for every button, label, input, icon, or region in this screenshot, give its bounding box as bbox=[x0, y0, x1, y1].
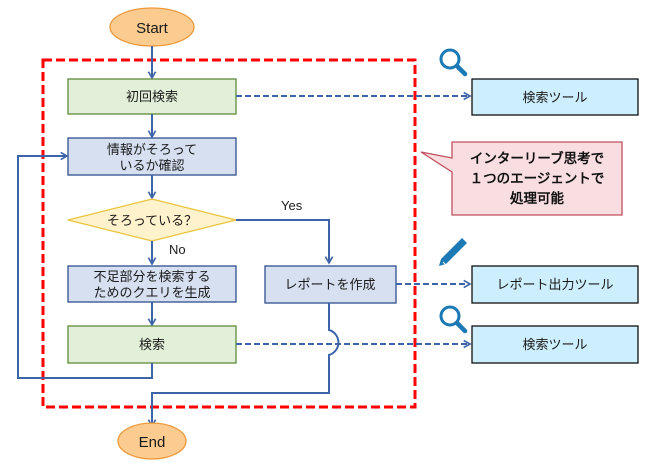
generate-query-label-line2: ためのクエリを生成 bbox=[93, 286, 210, 301]
generate-query-step: 不足部分を検索する ためのクエリを生成 bbox=[67, 265, 237, 303]
callout-line1: インターリーブ思考で bbox=[470, 150, 604, 167]
search-tool-2-label: 検索ツール bbox=[522, 338, 587, 353]
initial-search-step: 初回検索 bbox=[67, 78, 237, 115]
generate-query-label-line1: 不足部分を検索する bbox=[93, 270, 210, 285]
create-report-label: レポートを作成 bbox=[284, 278, 375, 293]
pencil-icon bbox=[439, 238, 467, 266]
search-tool-1-label: 検索ツール bbox=[522, 91, 587, 106]
yes-label: Yes bbox=[281, 198, 303, 213]
search-tool-box-1: 検索ツール bbox=[471, 78, 639, 116]
start-terminal: Start bbox=[109, 7, 195, 47]
arrow-report-to-end bbox=[147, 303, 340, 428]
decision-label: そろっている？ bbox=[107, 214, 197, 229]
arrow-yes-to-report bbox=[236, 219, 334, 265]
search-step: 検索 bbox=[67, 325, 237, 364]
end-terminal: End bbox=[117, 422, 187, 460]
check-info-label-line2: いるか確認 bbox=[119, 158, 184, 174]
check-info-step: 情報がそろって いるか確認 bbox=[67, 137, 237, 176]
magnifier-icon bbox=[439, 48, 468, 77]
callout-line3: 処理可能 bbox=[509, 190, 564, 207]
initial-search-label: 初回検索 bbox=[126, 90, 178, 105]
callout-interleaved-thinking: インターリーブ思考で １つのエージェントで 処理可能 bbox=[420, 141, 623, 216]
check-info-label-line1: 情報がそろって bbox=[107, 143, 197, 158]
start-label: Start bbox=[136, 20, 169, 37]
end-label: End bbox=[139, 434, 166, 451]
report-tool-box: レポート出力ツール bbox=[471, 265, 639, 304]
decision-diamond: そろっている？ bbox=[67, 198, 237, 242]
report-tool-label: レポート出力ツール bbox=[496, 278, 613, 293]
search-step-label: 検索 bbox=[139, 338, 165, 353]
no-label: No bbox=[169, 242, 186, 257]
create-report-step: レポートを作成 bbox=[264, 265, 397, 304]
magnifier-icon bbox=[439, 305, 468, 334]
search-tool-box-2: 検索ツール bbox=[471, 325, 639, 364]
arrow-loop-back-to-check bbox=[17, 151, 153, 379]
callout-line2: １つのエージェントで bbox=[470, 171, 605, 187]
agent-boundary bbox=[41, 58, 417, 409]
